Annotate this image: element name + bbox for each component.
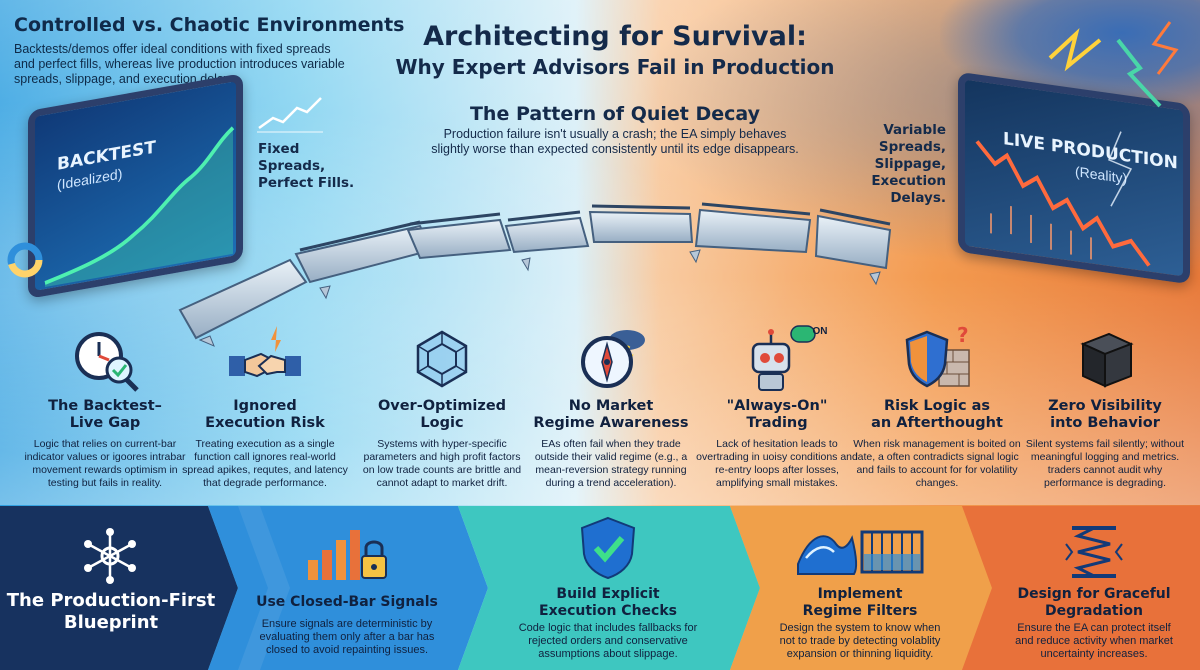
blueprint-band: The Production-First Blueprint Use Close… [0, 506, 1200, 670]
issue-body: EAs often fail when they trade outside t… [534, 438, 688, 489]
issue-always-on: ON "Always-On"Trading Lack of hesitation… [692, 322, 862, 490]
issue-body: Lack of hesitation leads to overtrading … [696, 438, 858, 489]
page-title: Architecting for Survival: [423, 21, 807, 52]
robot-on-icon [751, 325, 816, 391]
fixed-spreads-label: Fixed Spreads, Perfect Fills. [258, 141, 355, 191]
step-body: Ensure signals are deterministic by eval… [259, 618, 435, 656]
pie-chart-icon [7, 242, 43, 278]
wave-filter-icon [797, 530, 924, 575]
shield-check-icon [580, 516, 636, 580]
decay-body: Production failure isn't usually a crash… [431, 127, 799, 156]
issue-backtest-gap: The Backtest–Live Gap Logic that relies … [20, 322, 190, 490]
backtest-monitor: BACKTEST (Idealized) [28, 73, 243, 299]
blueprint-title: The Production-First Blueprint [6, 590, 216, 633]
step-body: Design the system to know when not to tr… [779, 622, 941, 660]
network-hub-icon [84, 528, 136, 584]
blueprint-step-closed-bar: Use Closed-Bar Signals Ensure signals ar… [236, 506, 458, 670]
backtest-equity-curve [44, 126, 235, 287]
issue-body: Logic that relies on current-bar indicat… [24, 438, 186, 489]
bar-lock-icon [308, 530, 387, 580]
issue-body: Silent systems fail silently; without me… [1025, 438, 1185, 489]
svg-text:?: ? [957, 323, 969, 347]
shield-wall-icon: ? [905, 323, 970, 388]
compass-storm-icon [581, 330, 645, 388]
step-body: Ensure the EA can protect itself and red… [1015, 622, 1173, 660]
handshake-spark-icon [229, 326, 301, 378]
intro-body: Backtests/demos offer ideal conditions w… [14, 42, 345, 86]
robot-on-badge: ON [812, 326, 828, 337]
issue-body: Treating execution as a single function … [182, 438, 348, 489]
issue-title: "Always-On"Trading [726, 398, 828, 431]
issue-body: When risk management is boited on late, … [853, 438, 1021, 489]
step-body: Code logic that includes fallbacks for r… [518, 622, 698, 660]
live-declining-chart [975, 131, 1151, 267]
chevron-backgrounds [0, 506, 1200, 670]
issue-title: The Backtest–Live Gap [48, 398, 162, 431]
crumbling-bridge [178, 202, 892, 347]
black-box-icon [1080, 332, 1134, 388]
lightning-icon [1048, 21, 1179, 108]
issue-body: Systems with hyper-specific parameters a… [362, 438, 522, 489]
page-subtitle: Why Expert Advisors Fail in Production [395, 55, 835, 79]
rising-line-icon [257, 97, 323, 133]
variable-spreads-label: Variable Spreads, Slippage, Execution De… [871, 122, 946, 206]
crystal-lattice-icon [416, 330, 468, 388]
intro-heading: Controlled vs. Chaotic Environments [14, 14, 405, 36]
step-title: Use Closed-Bar Signals [256, 594, 438, 610]
clock-magnifier-icon [75, 332, 139, 392]
decay-heading: The Pattern of Quiet Decay [469, 103, 761, 125]
live-production-monitor: LIVE PRODUCTION (Reality) [958, 71, 1190, 285]
spring-icon [1065, 526, 1123, 578]
